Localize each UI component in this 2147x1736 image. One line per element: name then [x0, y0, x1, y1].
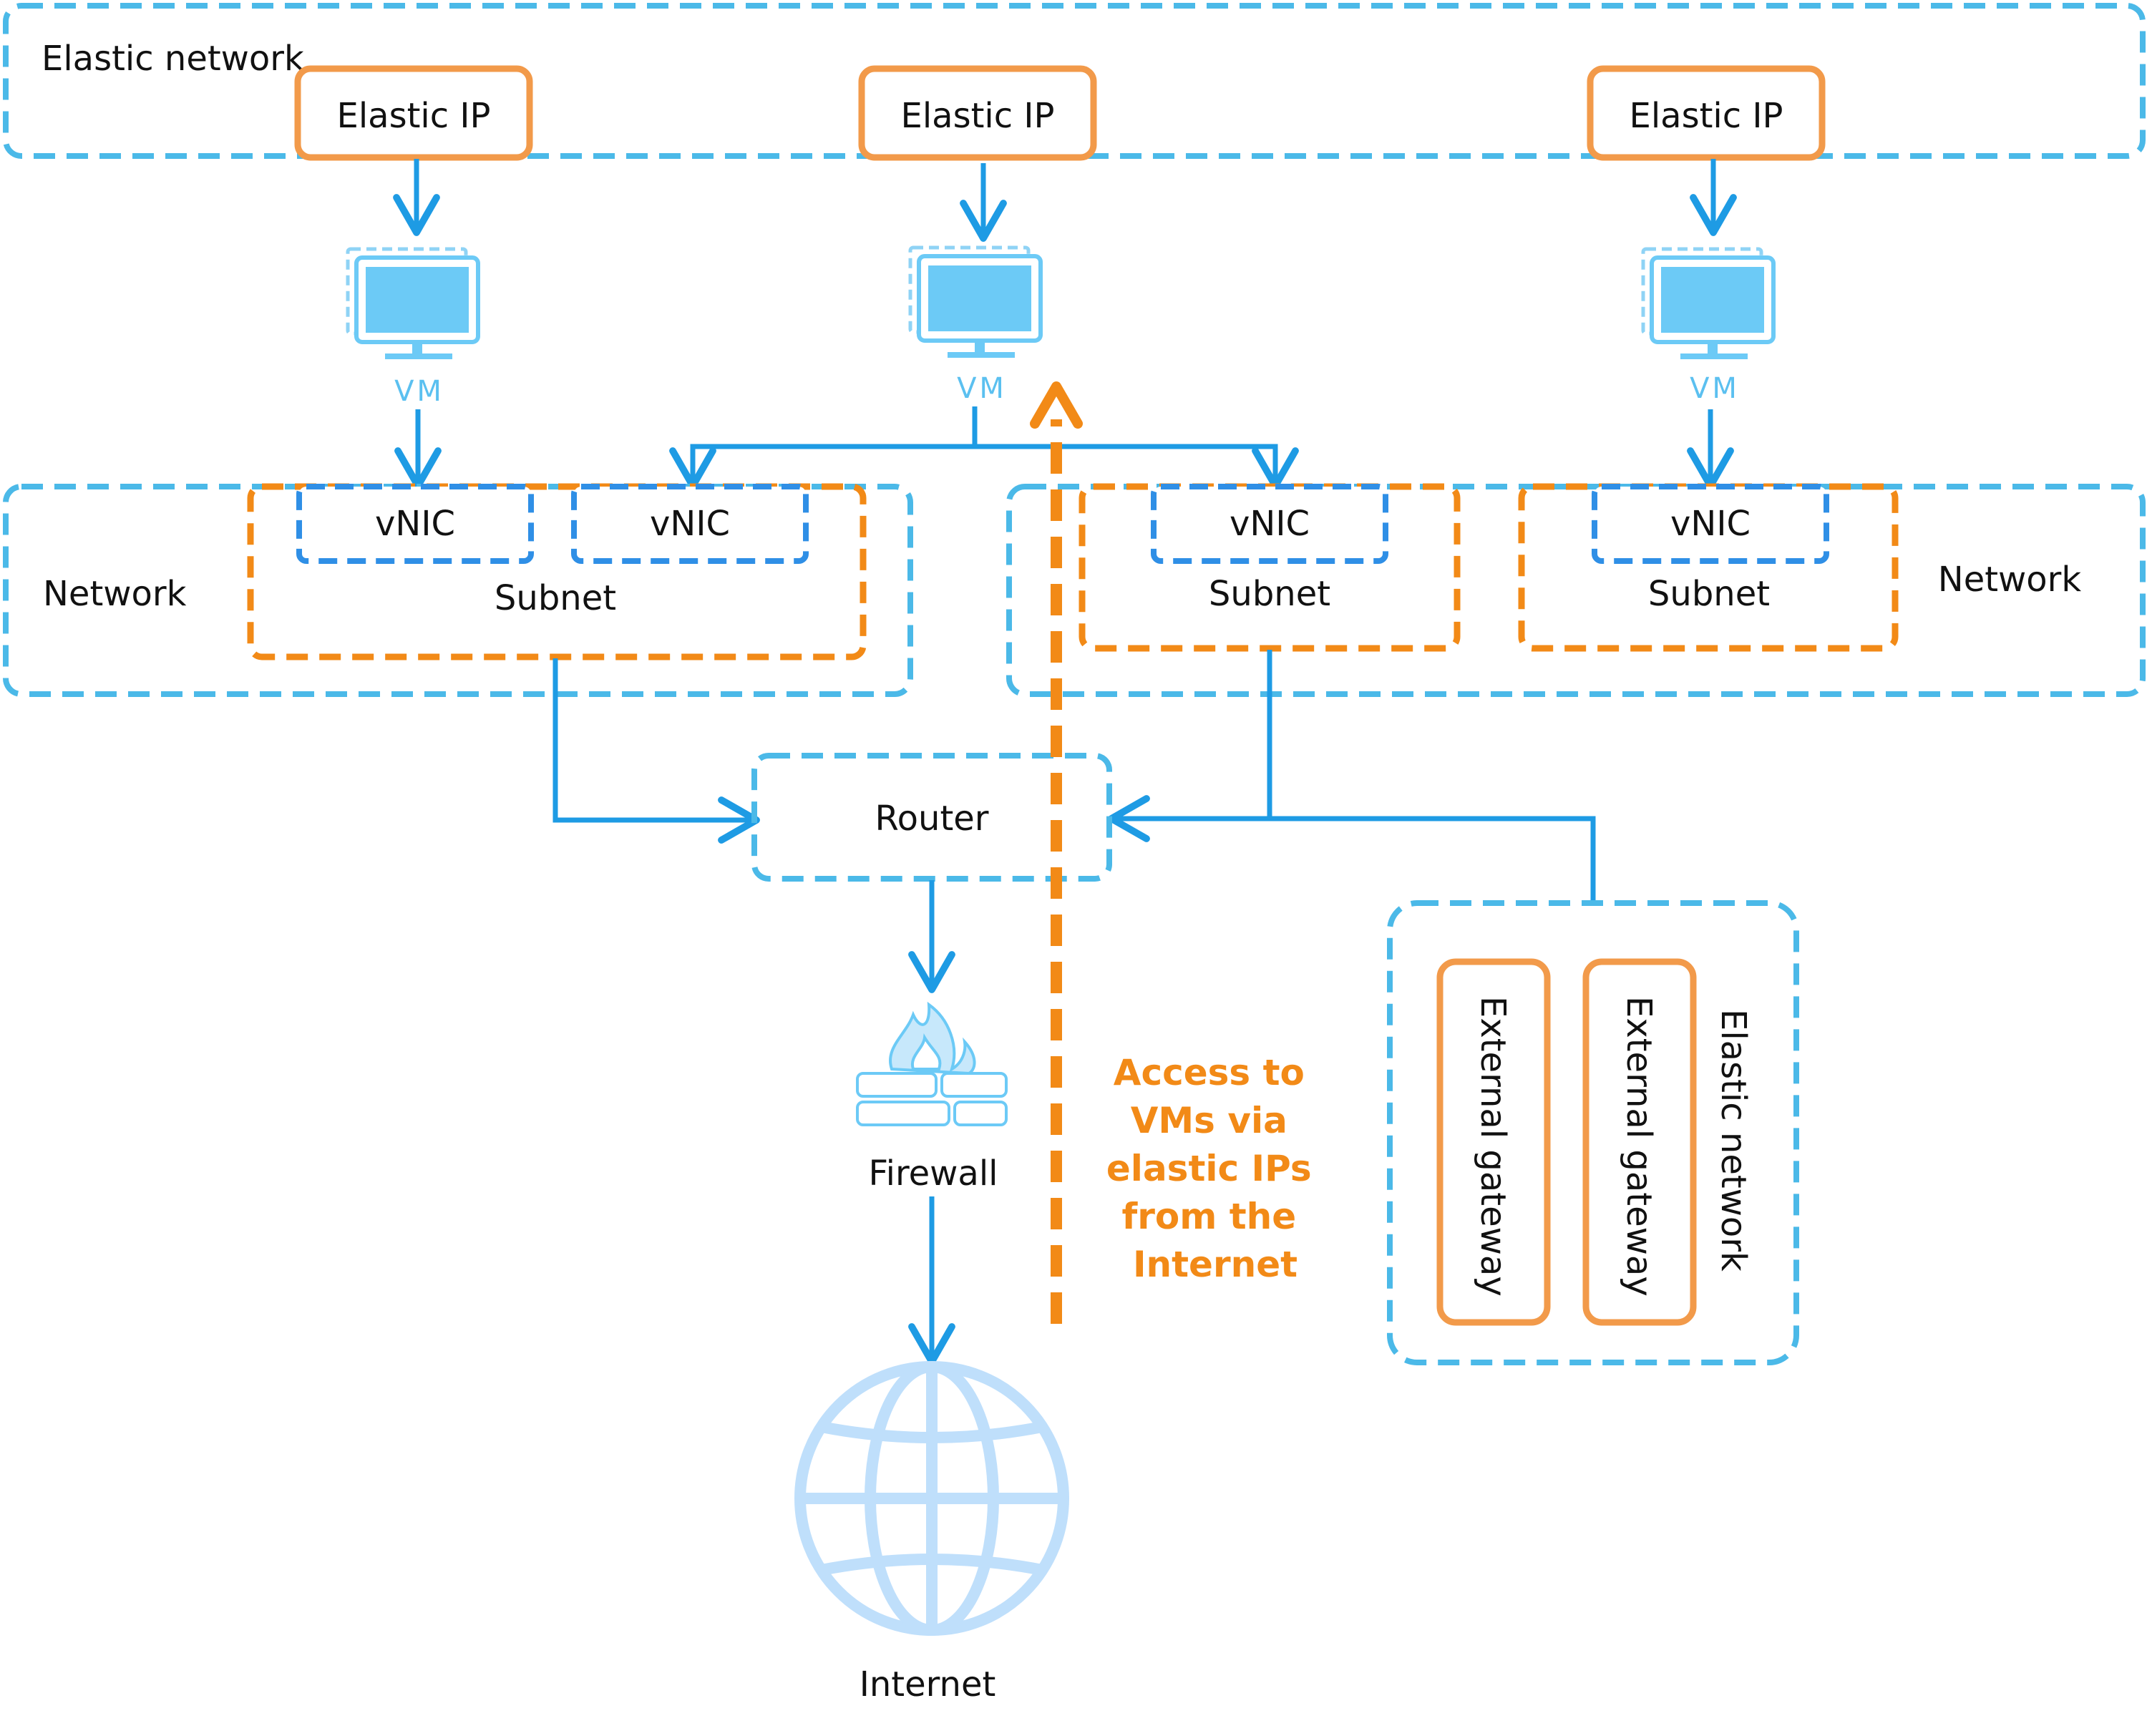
vnic-3-label: vNIC — [1230, 504, 1310, 544]
access-note-line-5: Internet — [1133, 1244, 1298, 1285]
elastic-ip-2[interactable]: Elastic IP — [858, 65, 1097, 161]
network-left-label: Network — [43, 574, 187, 614]
firewall-label: Firewall — [868, 1154, 998, 1194]
vnic-1-label: vNIC — [375, 504, 455, 544]
subnet-2-label: Subnet — [1209, 574, 1330, 614]
vnic-2-label: vNIC — [650, 504, 730, 544]
access-note-line-1: Access to — [1114, 1052, 1305, 1093]
elastic-network-side-label: Elastic network — [1713, 1009, 1753, 1272]
vnic-1[interactable]: vNIC — [296, 484, 534, 564]
vnic-4-label: vNIC — [1670, 504, 1751, 544]
external-gateway-2[interactable]: External gateway — [1582, 958, 1697, 1326]
vnic-3[interactable]: vNIC — [1151, 484, 1388, 564]
firewall-icon — [856, 1001, 1008, 1126]
elastic-ip-2-label: Elastic IP — [901, 96, 1055, 136]
arrow-vm2-to-vnic-right — [975, 444, 1299, 489]
monitor-icon — [1643, 249, 1773, 359]
external-gateway-1-label: External gateway — [1473, 996, 1513, 1297]
access-note-line-4: from the — [1121, 1196, 1296, 1237]
vm-3-label: VM — [1690, 372, 1740, 405]
arrow-subnet2-to-router — [1108, 650, 1272, 842]
internet[interactable]: Internet — [794, 1361, 1069, 1705]
elastic-network-top-label: Elastic network — [42, 39, 304, 79]
router-label: Router — [875, 799, 988, 839]
access-path-arrow — [1030, 381, 1083, 1324]
access-note-line-3: elastic IPs — [1106, 1148, 1312, 1189]
monitor-icon — [910, 248, 1041, 358]
external-gateway-2-label: External gateway — [1619, 996, 1659, 1297]
vm-3[interactable]: VM — [1643, 249, 1773, 405]
access-note: Access to VMs via elastic IPs from the I… — [1106, 1052, 1324, 1285]
external-gateway-1[interactable]: External gateway — [1436, 958, 1551, 1326]
access-note-line-2: VMs via — [1131, 1100, 1287, 1141]
monitor-icon — [348, 249, 478, 359]
vnic-2[interactable]: vNIC — [571, 484, 809, 564]
elastic-ip-1-label: Elastic IP — [337, 96, 491, 136]
subnet-3[interactable]: Subnet — [1518, 483, 1899, 652]
elastic-ip-3[interactable]: Elastic IP — [1587, 65, 1826, 161]
firewall[interactable]: Firewall — [856, 1001, 1008, 1194]
network-right: Network — [1006, 484, 2146, 697]
network-right-label: Network — [1938, 560, 2082, 600]
vnic-4[interactable]: vNIC — [1592, 484, 1829, 564]
arrow-subnet1-to-router — [552, 658, 760, 844]
vm-1[interactable]: VM — [348, 249, 478, 408]
subnet-1-label: Subnet — [495, 578, 616, 618]
globe-icon — [794, 1361, 1069, 1636]
link-gateways-to-router — [1270, 816, 1596, 903]
subnet-1[interactable]: Subnet — [247, 483, 867, 660]
elastic-ip-1[interactable]: Elastic IP — [294, 65, 533, 161]
elastic-network-side: Elastic network — [1387, 900, 1799, 1365]
arrow-vm2-to-vnic-left — [669, 406, 978, 489]
router[interactable]: Router — [751, 753, 1112, 882]
elastic-ip-3-label: Elastic IP — [1630, 96, 1783, 136]
internet-label: Internet — [860, 1664, 996, 1705]
vm-2[interactable]: VM — [910, 248, 1041, 405]
vm-1-label: VM — [394, 375, 444, 408]
subnet-3-label: Subnet — [1648, 574, 1770, 614]
vm-2-label: VM — [957, 372, 1007, 405]
